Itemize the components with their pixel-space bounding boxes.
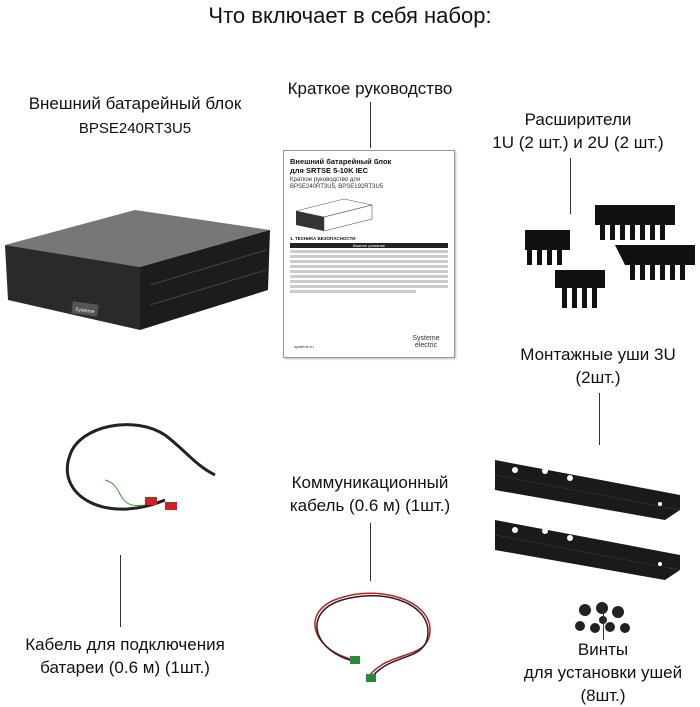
ears-pointer [599,393,600,445]
screws-count: (8шт.) [580,686,626,705]
manual-device-drawing [295,198,373,232]
battery-cable-pointer [120,555,121,627]
screws-purpose: для установки ушей [523,663,683,682]
comm-cable-length: кабель (0.6 м) (1шт.) [289,496,451,515]
battery-label: Внешний батарейный блок [28,94,242,113]
screws-pointer [603,610,604,640]
manual-label: Краткое руководство [287,79,453,98]
battery-cable-image [65,423,216,511]
expanders-count: 1U (2 шт.) и 2U (2 шт.) [492,133,664,152]
manual-subtitle: Краткое руководство для BPSE240RT3U5, BP… [290,177,384,190]
manual-site: systeme.ru [294,344,314,349]
expanders-label: Расширители [524,110,632,129]
comm-cable-image [314,592,431,682]
manual-pointer [370,102,371,148]
manual-brand: Systeme electric [412,335,440,349]
comm-cable-label: Коммуникационный [291,473,449,492]
comm-cable-pointer [370,523,371,581]
manual-heading: Внешний батарейный блок для SRTSE 5-10K … [290,157,392,175]
battery-unit-image: Systeme [5,210,270,330]
expanders-image [525,205,695,308]
page-title: Что включает в себя набор: [208,3,492,28]
manual-image: Внешний батарейный блок для SRTSE 5-10K … [283,150,455,358]
manual-notice: Важное указание [290,243,448,248]
battery-cable-length: батареи (0.6 м) (1шт.) [40,658,210,677]
battery-model: BPSE240RT3U5 [78,120,192,137]
battery-logo: Systeme [75,307,95,316]
manual-section: 1. ТЕХНИКА БЕЗОПАСНОСТИ [290,236,356,241]
battery-cable-label: Кабель для подключения [25,635,225,654]
screws-label: Винты [577,640,629,659]
ears-count: (2шт.) [575,368,621,387]
ears-label: Монтажные уши 3U [520,345,676,364]
expanders-pointer [570,158,571,214]
mounting-ears-image [495,460,680,580]
